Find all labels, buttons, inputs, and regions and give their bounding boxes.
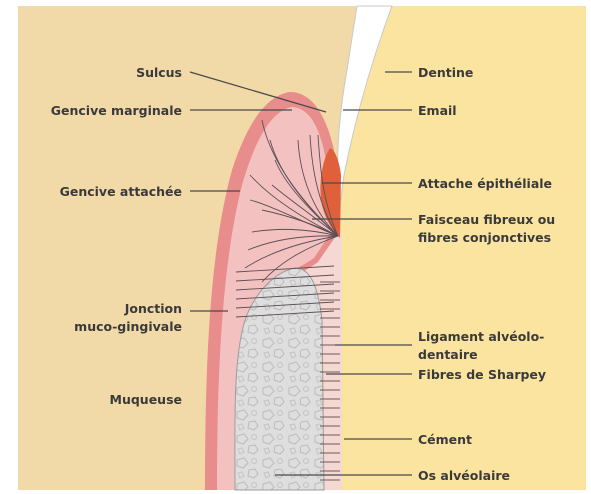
label-jonction-line1: Jonction [124,301,182,316]
label-os: Os alvéolaire [418,468,510,483]
label-dentine: Dentine [418,65,473,80]
label-faisceau-line1: Faisceau fibreux ou [418,212,555,227]
label-faisceau-line2: fibres conjonctives [418,230,551,245]
label-email: Email [418,103,457,118]
label-jonction-line2: muco-gingivale [74,319,182,334]
label-gencive-attachee: Gencive attachée [60,184,182,199]
label-gencive-marginale: Gencive marginale [51,103,182,118]
label-muqueuse: Muqueuse [110,392,182,407]
label-sulcus: Sulcus [136,65,182,80]
label-cement: Cément [418,432,472,447]
label-ligament-line2: dentaire [418,347,478,362]
label-ligament-line1: Ligament alvéolo- [418,329,544,344]
label-sharpey: Fibres de Sharpey [418,367,546,382]
label-attache: Attache épithéliale [418,176,552,191]
